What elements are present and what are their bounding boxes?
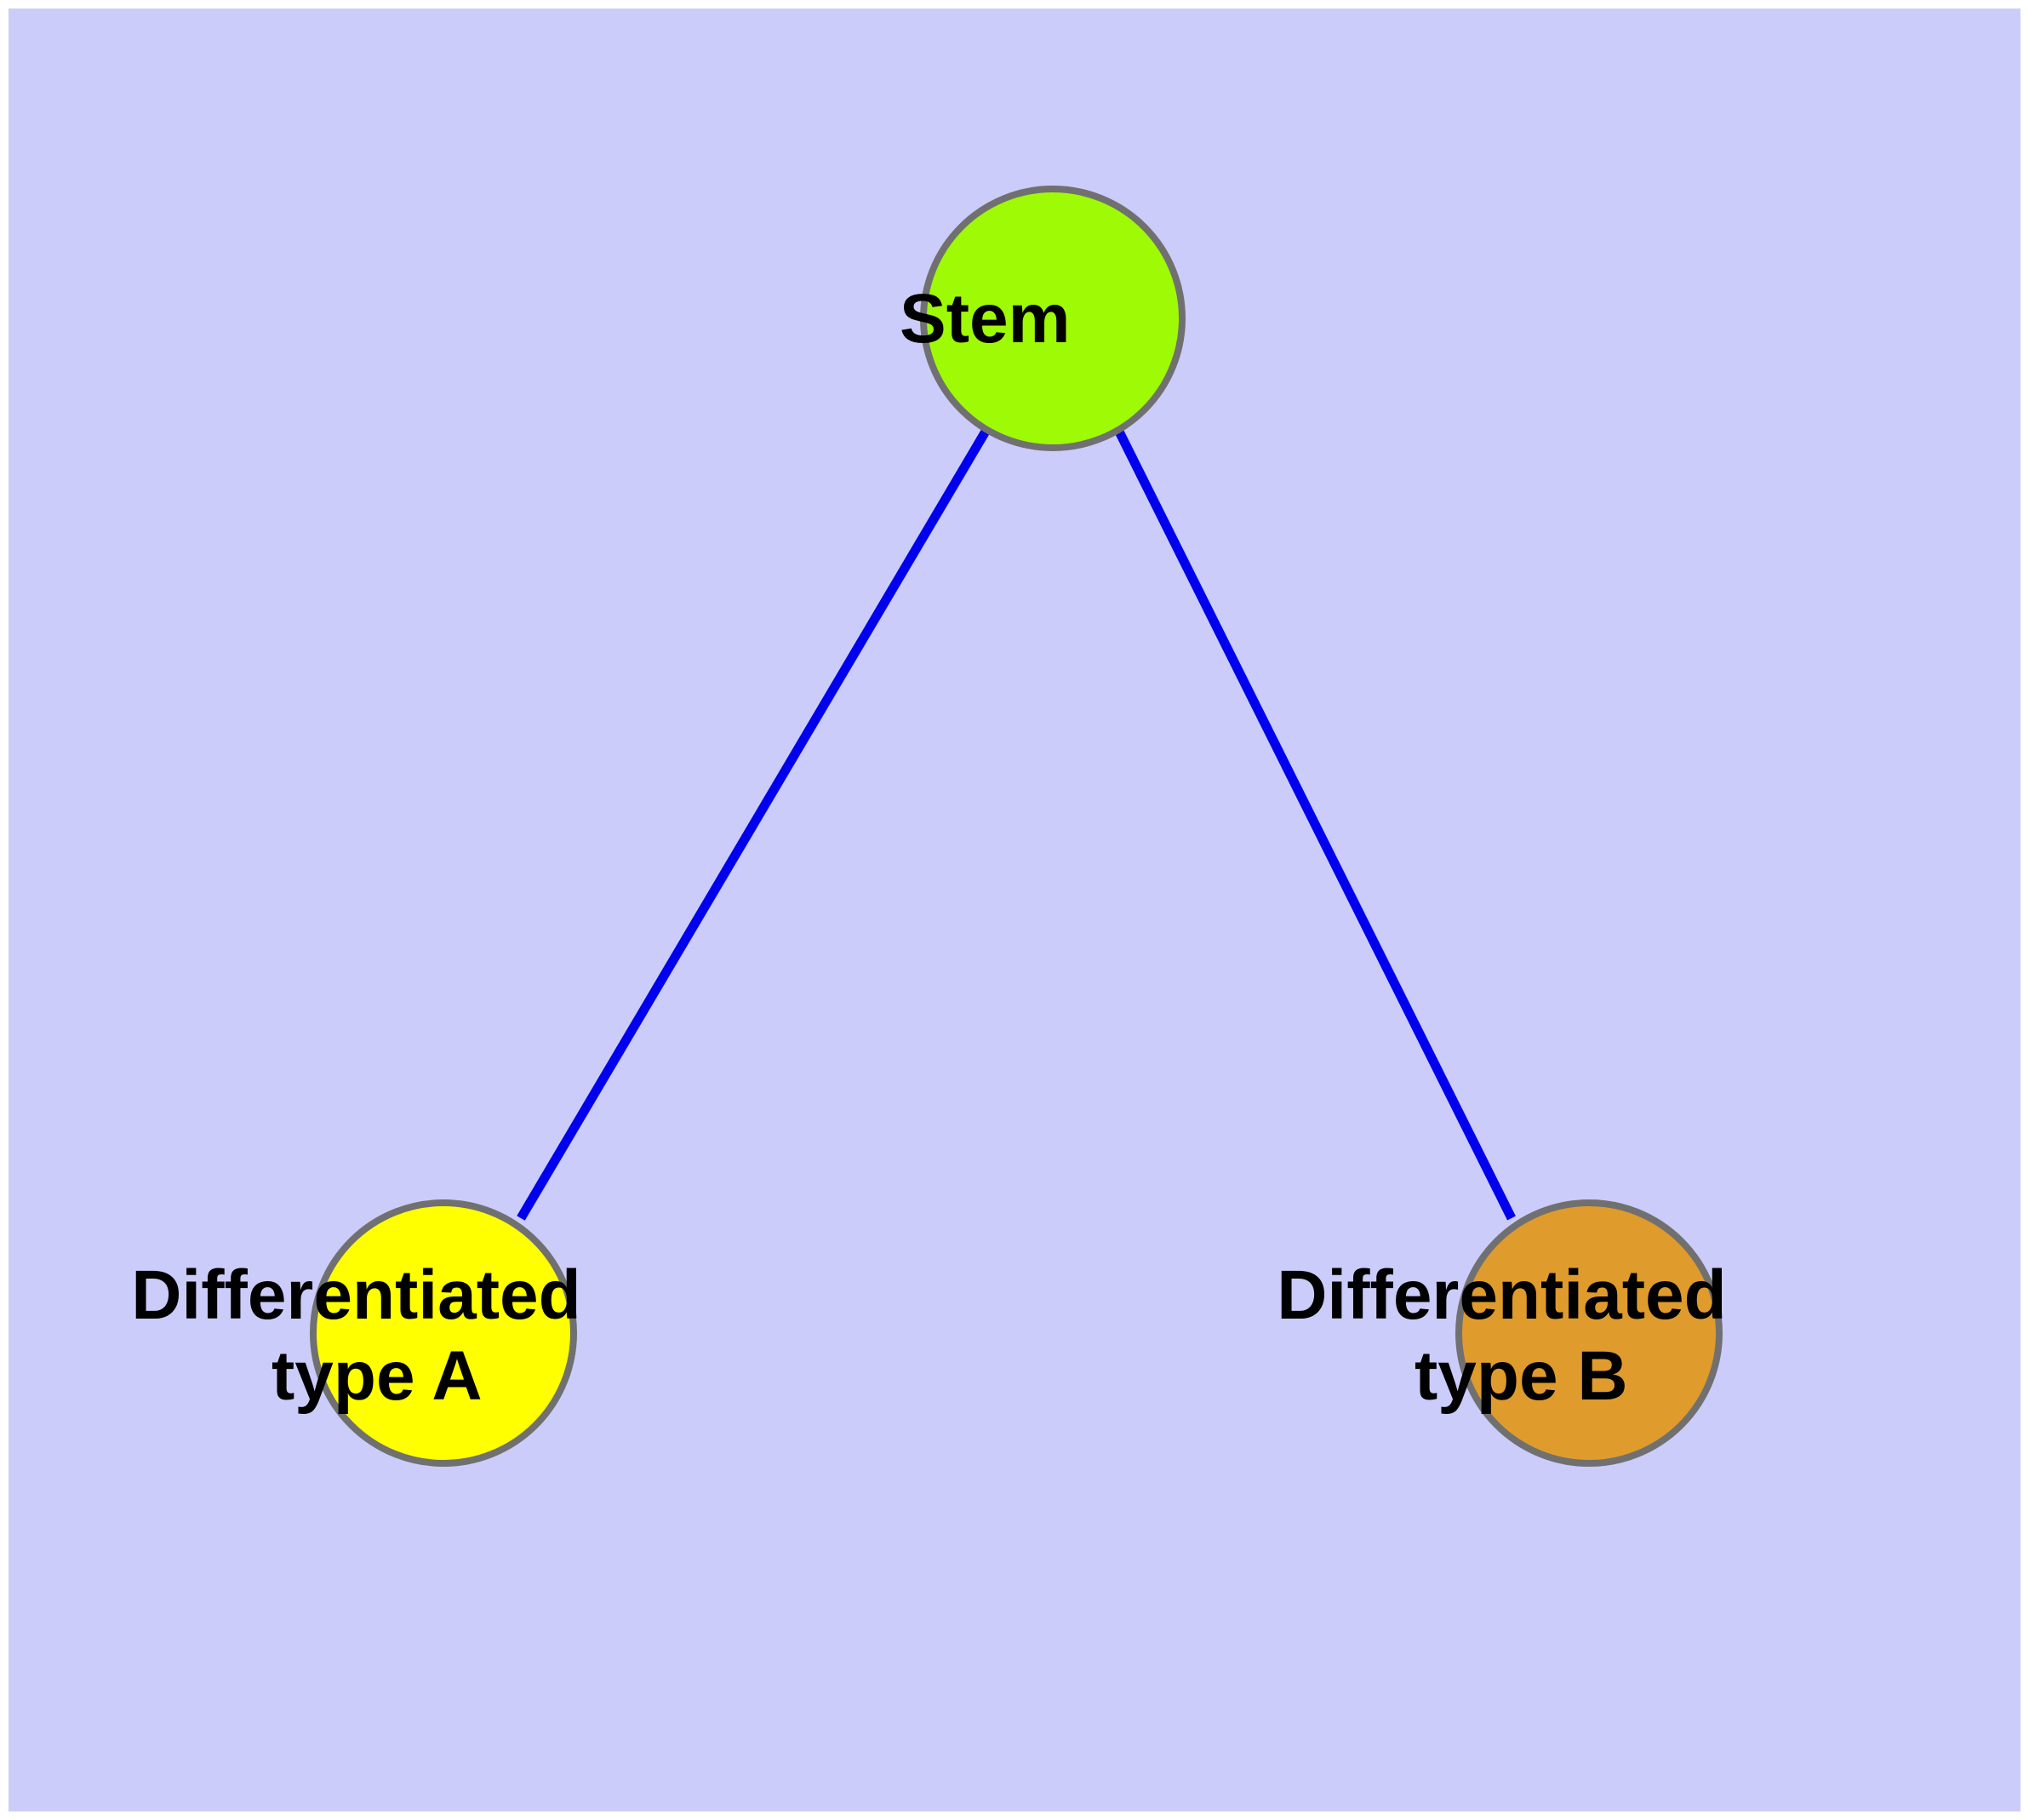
node-labels-layer: Stem Differentiated type A Differentiate… [131, 280, 1901, 1415]
edge-stem-to-diff-b[interactable] [1114, 427, 1516, 1221]
nodes-layer [310, 186, 1723, 1467]
node-stem[interactable] [920, 186, 1186, 451]
node-label-differentiated-type-b: Differentiated type B [1277, 1256, 1901, 1415]
node-differentiated-type-b[interactable] [1455, 1199, 1723, 1467]
node-label-diff-a-line-1: Differentiated [131, 1256, 581, 1334]
node-label-stem-line-1: Stem [900, 280, 1071, 358]
node-label-stem: Stem [900, 280, 1206, 358]
node-label-diff-b-line-1: Differentiated [1277, 1256, 1727, 1334]
edge-stem-to-diff-a[interactable] [517, 427, 991, 1221]
node-differentiated-type-a[interactable] [310, 1199, 577, 1467]
node-label-differentiated-type-a: Differentiated type A [131, 1256, 756, 1415]
node-label-diff-a-line-2: type A [271, 1337, 481, 1415]
node-label-diff-b-line-2: type B [1415, 1337, 1628, 1415]
edges-layer [517, 427, 1516, 1221]
